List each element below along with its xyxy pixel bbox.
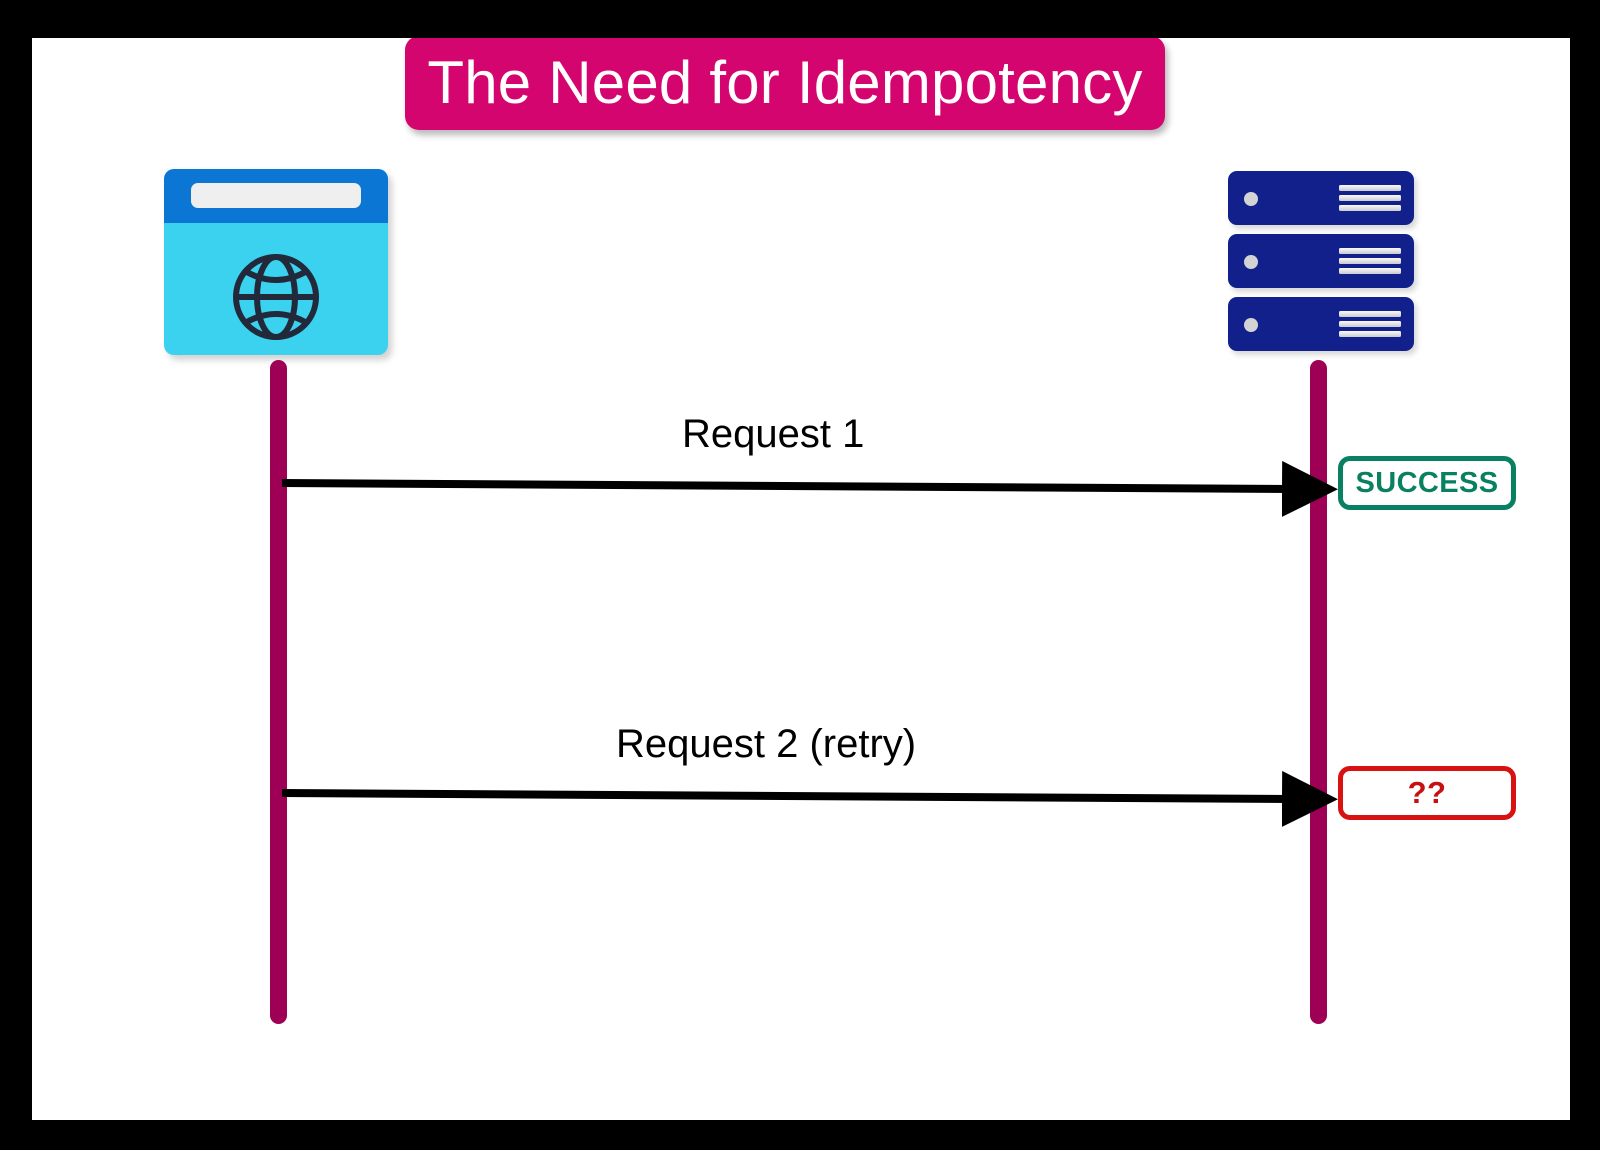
server-led-icon	[1244, 192, 1258, 206]
server-rack-icon	[1228, 171, 1418, 361]
client-browser-icon	[164, 169, 388, 355]
status-badge-success: SUCCESS	[1338, 456, 1516, 510]
server-unit	[1228, 297, 1414, 351]
server-vents-icon	[1339, 311, 1401, 338]
page-title-text: The Need for Idempotency	[427, 49, 1143, 116]
server-led-icon	[1244, 318, 1258, 332]
server-vents-icon	[1339, 185, 1401, 212]
message-label-request-2: Request 2 (retry)	[616, 722, 917, 766]
message-arrow-1	[281, 460, 1338, 517]
browser-titlebar	[164, 169, 388, 223]
server-unit	[1228, 234, 1414, 288]
message-arrow-2	[281, 770, 1338, 827]
browser-address-bar	[191, 183, 361, 208]
globe-icon	[233, 254, 319, 340]
server-unit	[1228, 171, 1414, 225]
server-vents-icon	[1339, 248, 1401, 275]
message-label-request-1: Request 1	[682, 412, 865, 456]
page-title: The Need for Idempotency	[405, 38, 1165, 130]
status-badge-unknown: ??	[1338, 766, 1516, 820]
server-led-icon	[1244, 255, 1258, 269]
client-lifeline	[270, 360, 287, 1024]
server-lifeline	[1310, 360, 1327, 1024]
diagram-canvas: The Need for Idempotency	[32, 38, 1570, 1120]
